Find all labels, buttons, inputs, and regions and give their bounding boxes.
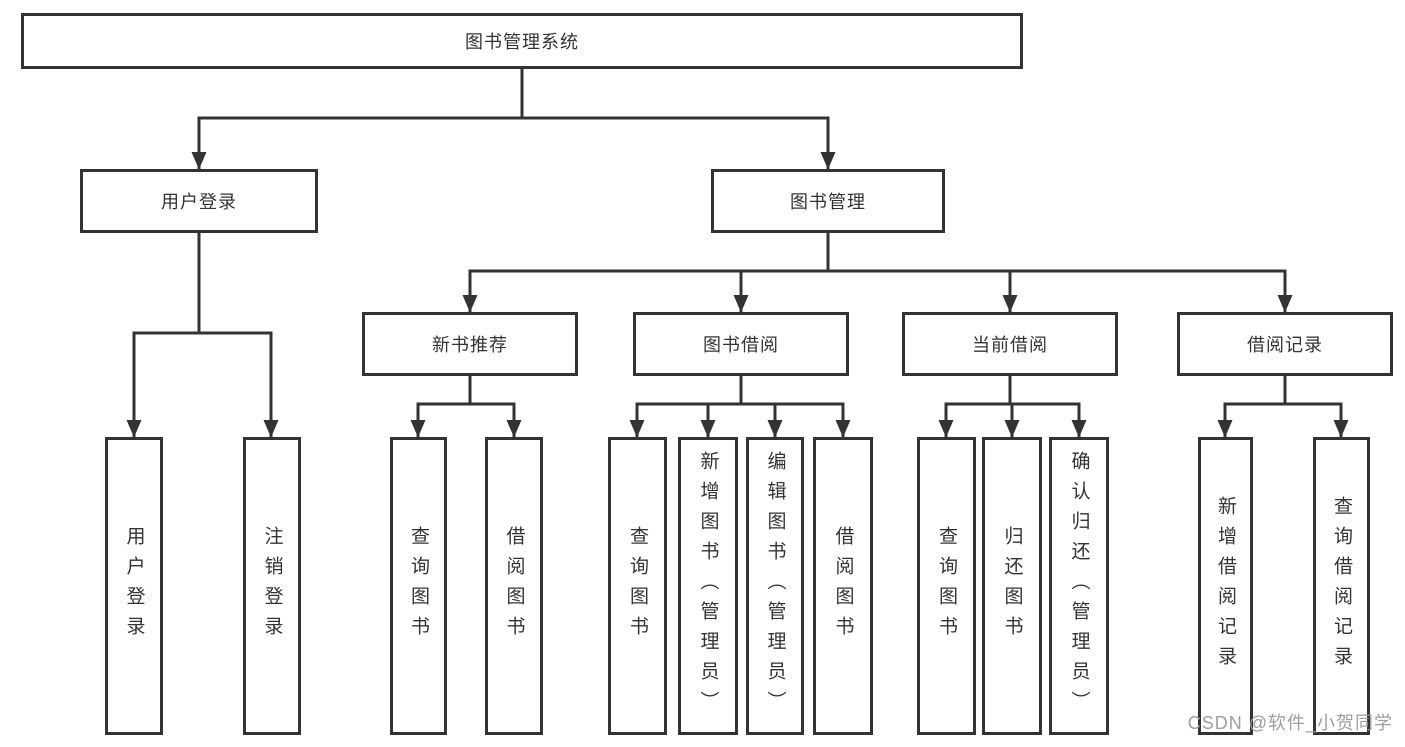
- leaf-nb-borrow-books: 借阅图书: [485, 437, 543, 735]
- leaf-bw-edit-books-admin: 编辑图书（管理员）: [746, 437, 804, 735]
- node-current-borrow: 当前借阅: [902, 312, 1118, 376]
- node-book-management: 图书管理: [711, 169, 945, 233]
- connector-book-borrow-bus: [635, 374, 845, 406]
- node-borrow-records: 借阅记录: [1177, 312, 1393, 376]
- csdn-watermark: CSDN @软件_小贺同学: [1187, 713, 1393, 733]
- leaf-cb-confirm-return-admin: 确认归还（管理员）: [1049, 437, 1109, 735]
- leaf-bw-borrow-books: 借阅图书: [813, 437, 873, 735]
- leaf-cb-return-books: 归还图书: [982, 437, 1042, 735]
- connector-user-login-bus: [132, 231, 273, 335]
- leaf-user-login: 用户登录: [105, 437, 163, 735]
- connector-borrow-records-bus: [1223, 374, 1343, 406]
- connector-book-management-bus: [468, 231, 1287, 273]
- node-root: 图书管理系统: [21, 13, 1023, 69]
- node-new-book-recommend: 新书推荐: [362, 312, 578, 376]
- node-user-login: 用户登录: [80, 169, 318, 233]
- leaf-cb-query-books: 查询图书: [917, 437, 976, 735]
- leaf-br-query-record: 查询借阅记录: [1313, 437, 1370, 735]
- connector-new-book-bus: [416, 374, 516, 406]
- leaf-nb-query-books: 查询图书: [390, 437, 447, 735]
- connector-root-bus: [197, 67, 830, 120]
- leaf-bw-add-books-admin: 新增图书（管理员）: [678, 437, 738, 735]
- connector-current-borrow-bus: [944, 374, 1081, 406]
- node-book-borrow: 图书借阅: [633, 312, 849, 376]
- leaf-bw-query-books: 查询图书: [608, 437, 667, 735]
- leaf-logout: 注销登录: [243, 437, 301, 735]
- leaf-br-add-record: 新增借阅记录: [1198, 437, 1253, 735]
